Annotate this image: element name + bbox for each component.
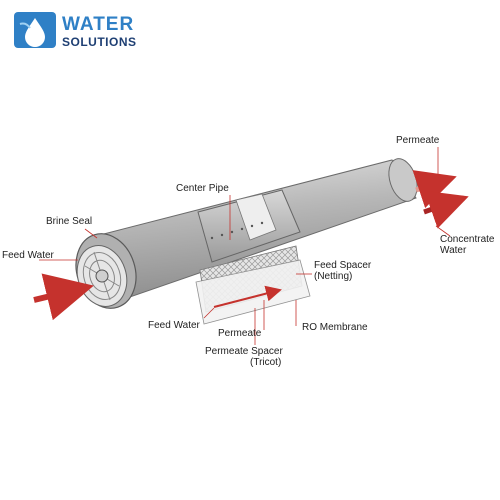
concentrate-out-arrow — [423, 190, 469, 229]
label-concentrate-line2: Water — [440, 245, 467, 256]
leader-lines — [39, 147, 451, 345]
label-permeate-spacer-line1: Permeate Spacer — [205, 346, 283, 357]
brand-word-water: WATER — [62, 14, 135, 35]
brand-word-solutions: SOLUTIONS — [62, 35, 137, 49]
permeate-out-arrow — [412, 170, 457, 209]
brand-logo: WATER SOLUTIONS — [14, 10, 154, 50]
water-drop-logo-icon — [14, 12, 56, 48]
membrane-tube — [75, 158, 418, 325]
feed-water-arrow — [33, 273, 94, 321]
label-brine-seal: Brine Seal — [46, 216, 93, 227]
feed-flow-arrow — [213, 285, 282, 308]
label-concentrate-line1: Concentrate — [440, 234, 495, 245]
label-feed-water-left: Feed Water — [2, 250, 54, 261]
label-ro-membrane: RO Membrane — [302, 322, 368, 333]
label-permeate-top: Permeate — [396, 135, 440, 146]
label-permeate-spacer-line2: (Tricot) — [250, 357, 282, 368]
label-feed-spacer-line1: Feed Spacer — [314, 260, 372, 271]
label-feed-spacer-line2: (Netting) — [314, 271, 353, 282]
label-center-pipe: Center Pipe — [176, 183, 229, 194]
flow-arrows — [33, 170, 469, 321]
label-permeate-bottom: Permeate — [218, 328, 262, 339]
label-feed-water-bottom: Feed Water — [148, 320, 200, 331]
